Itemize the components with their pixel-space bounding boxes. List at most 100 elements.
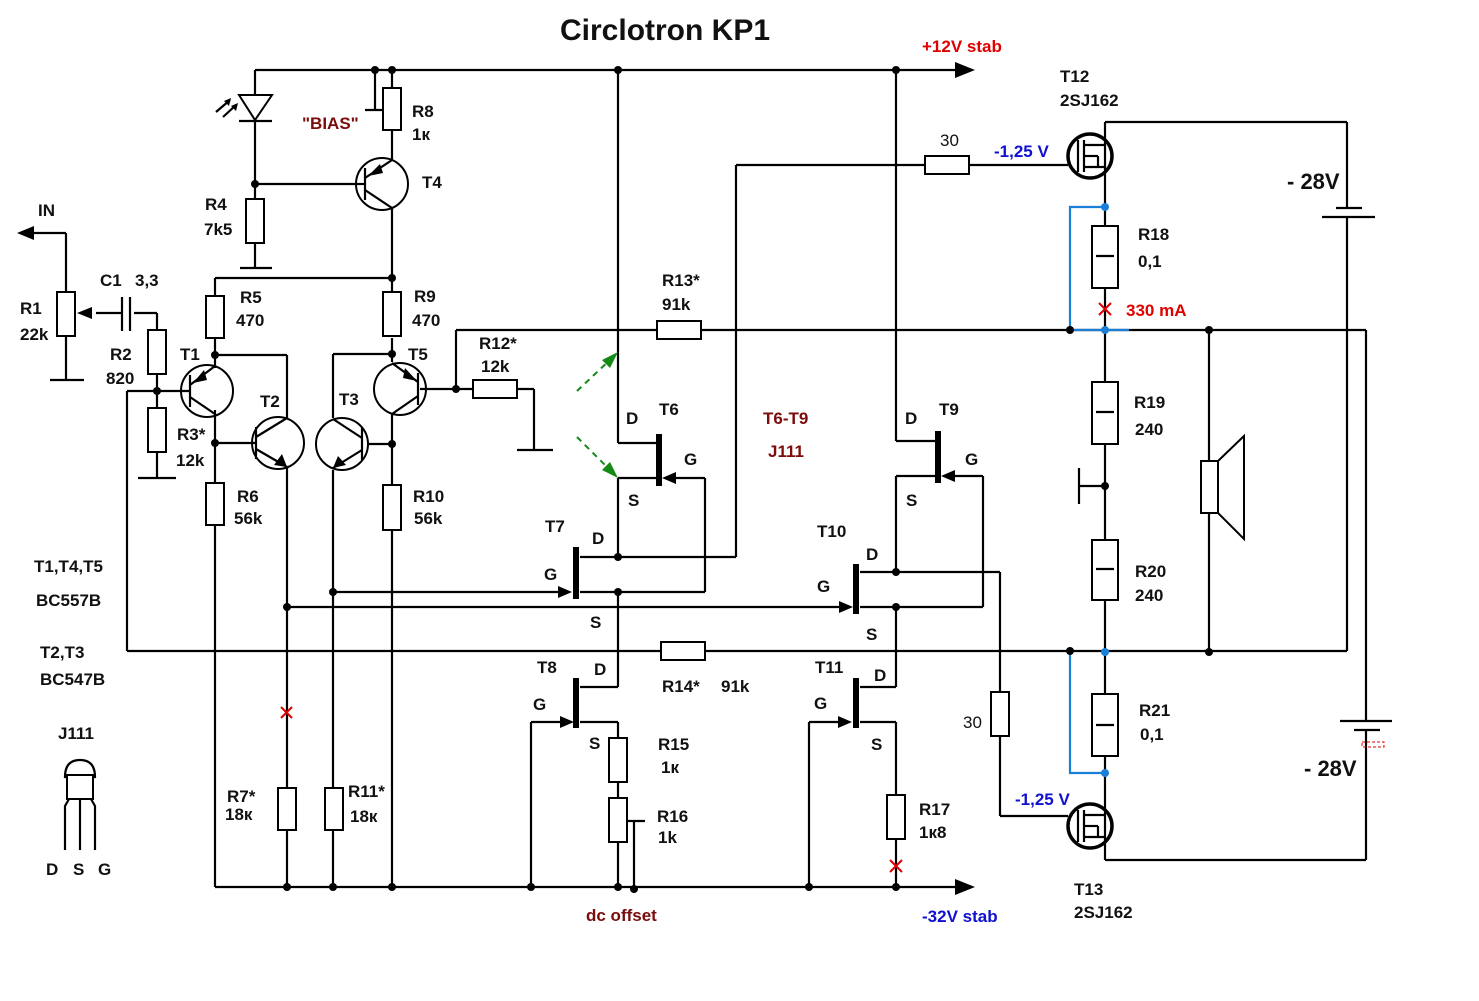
r1-wiper [77,307,92,319]
jfet-t11 [853,678,859,728]
transistor-t2 [251,416,305,470]
resistor-r13 [656,320,702,340]
t12-part: 2SJ162 [1060,91,1119,110]
r21-name: R21 [1139,701,1170,720]
resistor-r4 [245,198,265,244]
resistor-r10 [382,484,402,531]
c1-value: 3,3 [135,271,159,290]
resistor-r7 [277,787,297,831]
rail-neg-label: -32V stab [922,907,998,926]
rail-arrow-pos [955,62,975,78]
r16-value: 1k [658,828,677,847]
transistor-t5 [373,362,427,416]
r2-value: 820 [106,369,134,388]
r12-name: R12* [479,334,517,353]
r14-value: 91k [721,677,750,696]
pinout-s: S [73,860,84,879]
t9-pin-d: D [905,409,917,428]
legend-pnp-part: BC557B [36,591,101,610]
resistor-rg-top [924,155,970,175]
r16-name: R16 [657,807,688,826]
mosfet-t13 [1066,802,1114,852]
r20-name: R20 [1135,562,1166,581]
r21-value: 0,1 [1140,725,1164,744]
x-mark-r17 [889,859,903,873]
resistor-r14 [660,641,706,661]
schematic-title: Circlotron KP1 [560,14,770,47]
supply-top-label: - 28V [1287,169,1340,194]
legend-npn-part: BC547B [40,670,105,689]
r13-name: R13* [662,271,700,290]
r6-name: R6 [237,487,259,506]
t8-pin-d: D [594,660,606,679]
t7-label: T7 [545,517,565,536]
c1-name: C1 [100,271,122,290]
t11-pin-g: G [814,694,827,713]
j111-package-icon [63,758,97,850]
t4-label: T4 [422,173,442,192]
r10-name: R10 [413,487,444,506]
input-label: IN [38,201,55,220]
t10-pin-g: G [817,577,830,596]
t2-label: T2 [260,392,280,411]
resistor-r2 [147,329,167,375]
battery-top [1322,206,1375,219]
r3-value: 12k [176,451,205,470]
input-arrow [17,226,34,240]
r19-value: 240 [1135,420,1163,439]
jfet-group-type: J111 [768,442,804,461]
t9-pin-g: G [965,450,978,469]
resistor-r19 [1091,381,1119,445]
r20-value: 240 [1135,586,1163,605]
t6-pin-d: D [626,409,638,428]
r9-value: 470 [412,311,440,330]
r13-value: 91k [662,295,691,314]
r6-value: 56k [234,509,263,528]
resistor-r12 [472,379,518,399]
r7-name: R7* [227,787,256,806]
resistor-r1 [56,291,76,337]
legend-pnp-list: T1,T4,T5 [34,557,103,576]
r4-name: R4 [205,195,227,214]
jfet-t6 [656,434,662,486]
resistor-r17 [886,794,906,840]
wires [17,62,1368,895]
dc-offset-label: dc offset [586,906,657,925]
r5-name: R5 [240,288,262,307]
bias-label: "BIAS" [302,114,359,133]
t8-pin-g: G [533,695,546,714]
legend-npn-list: T2,T3 [40,643,84,662]
resistor-r20 [1091,539,1119,601]
pinout-d: D [46,860,58,879]
r17-value: 1к8 [919,823,946,842]
r15-name: R15 [658,735,689,754]
jfet-group-range: T6-T9 [763,409,808,428]
t9-pin-s: S [906,491,917,510]
t11-pin-s: S [871,735,882,754]
r17-name: R17 [919,800,950,819]
resistor-r5 [205,295,225,339]
t12-label: T12 [1060,67,1089,86]
rg-bot-value: 30 [963,713,982,732]
pinout-g: G [98,860,111,879]
t8-pin-s: S [589,734,600,753]
resistor-r3 [147,407,167,453]
rg-top-value: 30 [940,131,959,150]
t10-pin-d: D [866,545,878,564]
r14-name: R14* [662,677,700,696]
transistor-t4 [355,157,409,211]
t1-label: T1 [180,345,200,364]
r18-value: 0,1 [1138,252,1162,271]
led-icon [215,94,274,123]
jfet-t9 [935,431,941,483]
t6-label: T6 [659,400,679,419]
t13-label: T13 [1074,880,1103,899]
t6-pin-s: S [628,491,639,510]
r12-value: 12k [481,357,510,376]
junctions [153,66,1213,893]
t5-label: T5 [408,345,428,364]
r15-value: 1к [661,758,679,777]
measurement-points [280,302,1112,873]
t7-pin-d: D [592,529,604,548]
